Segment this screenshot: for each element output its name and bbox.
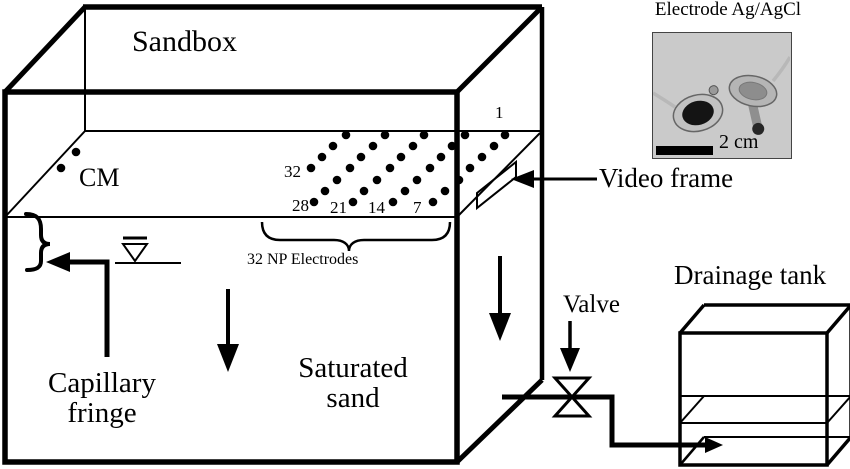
electrode-dot (400, 186, 410, 196)
valve-arrow (560, 321, 580, 372)
electrode-dot (460, 130, 470, 140)
np-electrodes-label: 32 NP Electrodes (247, 251, 359, 268)
sandbox-label: Sandbox (132, 25, 237, 58)
electrode-dot (368, 141, 378, 151)
valve-symbol (551, 376, 593, 418)
flow-arrow-center (217, 289, 239, 372)
water-table-symbol (115, 236, 181, 264)
electrode-dot (306, 163, 316, 173)
electrode-dot (396, 152, 406, 162)
capillary-fringe-arrow (46, 252, 110, 357)
electrode-dot (341, 130, 351, 140)
scale-bar (656, 146, 713, 155)
electrode-dot (348, 197, 358, 207)
electrode-dot (408, 141, 418, 151)
electrode-dot (345, 163, 355, 173)
drain-pipe (502, 394, 723, 453)
electrode-dot (309, 197, 319, 207)
sandbox-outline (2, 4, 545, 465)
cm-label: CM (79, 163, 120, 192)
valve-label: Valve (563, 291, 620, 318)
electrode-dot (385, 163, 395, 173)
drainage-tank-outline (678, 303, 850, 467)
cm-dot (56, 163, 66, 173)
electrode-dot (320, 186, 330, 196)
cm-dot (71, 147, 81, 157)
electrode-dot (436, 152, 446, 162)
electrode-dot (328, 141, 338, 151)
electrode-dot (440, 186, 450, 196)
electrode-dot (454, 175, 464, 185)
electrode-dot (419, 130, 429, 140)
electrode-dot (317, 152, 327, 162)
electrodes-brace (260, 221, 452, 252)
capillary-fringe-label: Capillary fringe (48, 367, 156, 430)
scale-bar-label: 2 cm (719, 131, 759, 153)
electrode-dot (380, 130, 390, 140)
electrode-number-14: 14 (368, 198, 385, 217)
electrode-dot (425, 163, 435, 173)
tank-water-level-lines (679, 395, 850, 424)
electrode-dot (356, 152, 366, 162)
video-frame-label: Video frame (599, 163, 734, 193)
saturated-sand-label: Saturated sand (298, 352, 408, 415)
electrode-photo-art (653, 56, 790, 155)
electrode-dot (489, 141, 499, 151)
electrode-dot (372, 175, 382, 185)
electrode-number-7: 7 (413, 198, 422, 217)
drainage-tank-label: Drainage tank (674, 260, 827, 290)
electrode-wire-right (771, 56, 790, 83)
electrode-photo-title: Electrode Ag/AgCl (654, 0, 802, 20)
flow-arrow-right-face (489, 256, 511, 341)
electrode-dot (332, 175, 342, 185)
electrode-dot (359, 186, 369, 196)
electrode-number-28: 28 (292, 196, 309, 215)
electrode-dot (428, 197, 438, 207)
electrode-dot (412, 175, 422, 185)
electrode-dot (388, 197, 398, 207)
electrode-photo: 2 cm (652, 32, 792, 159)
electrode-right (728, 74, 778, 135)
video-frame-shape (476, 159, 517, 211)
electrode-dot (447, 141, 457, 151)
electrode-dot (477, 152, 487, 162)
electrode-dot (465, 163, 475, 173)
electrode-dot-array (56, 130, 510, 207)
electrode-left (672, 85, 724, 133)
electrode-wire-left (653, 91, 676, 109)
electrode-number-32: 32 (284, 162, 301, 181)
electrode-number-1: 1 (495, 103, 504, 122)
electrode-dot (500, 130, 510, 140)
capillary-fringe-brace (24, 212, 51, 272)
electrode-number-21: 21 (330, 198, 347, 217)
video-frame-arrow (511, 170, 597, 188)
